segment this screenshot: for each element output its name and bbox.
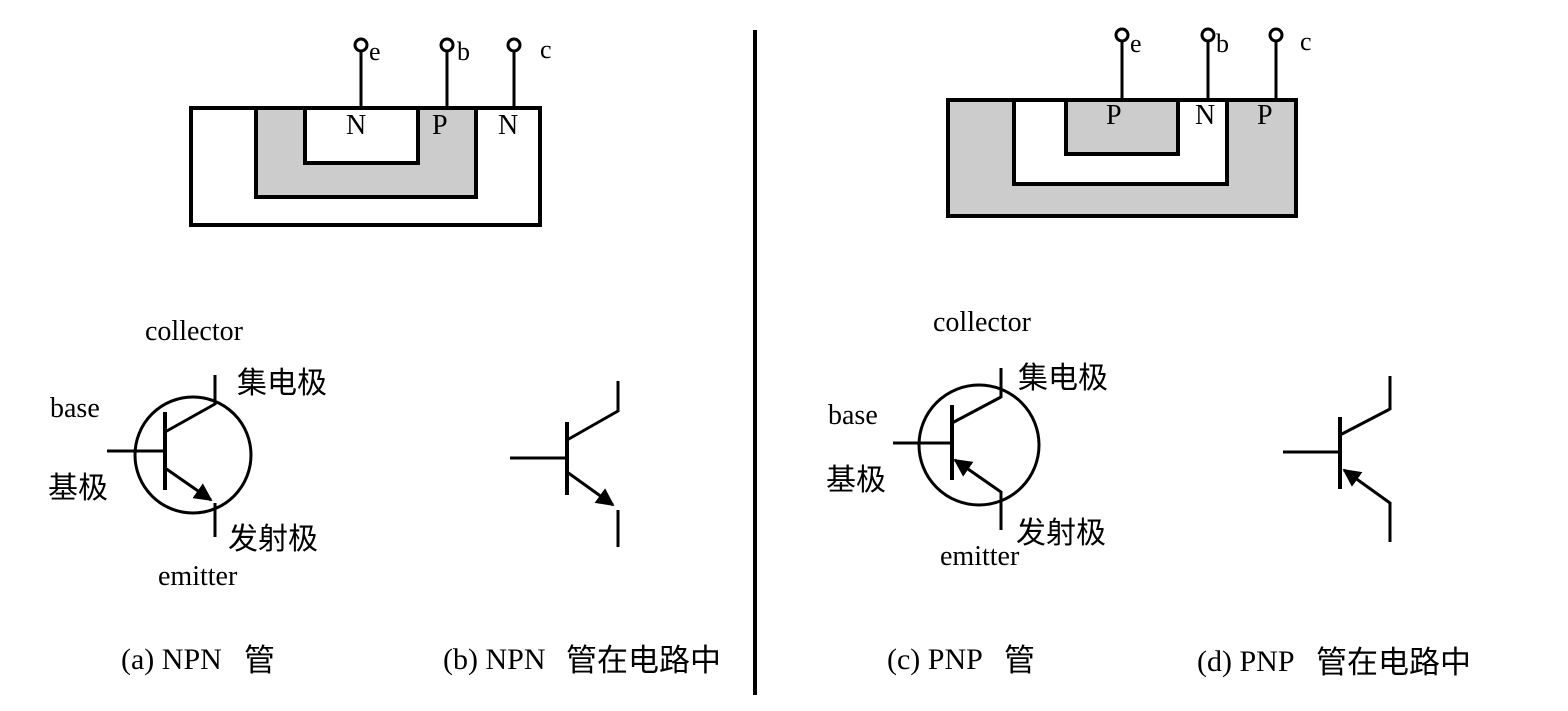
caption-c-prefix: (c) PNP bbox=[887, 643, 983, 676]
pnp-terminal-c: c bbox=[1268, 27, 1312, 100]
caption-b: (b) NPN 管在电路中 bbox=[443, 643, 721, 679]
npn-emitter-en: emitter bbox=[158, 561, 238, 592]
pnp-emitter-region-label: P bbox=[1106, 100, 1122, 131]
npn-circuit-emitter-arrow bbox=[566, 470, 615, 507]
pnp-structure: e b c P N P bbox=[946, 27, 1312, 218]
caption-d-suffix: 管在电路中 bbox=[1316, 645, 1471, 681]
pnp-circuit-emitter-arrow bbox=[1342, 468, 1391, 505]
caption-c-suffix: 管 bbox=[1004, 643, 1035, 679]
npn-terminal-c-label: c bbox=[540, 35, 552, 64]
pnp-terminal-b: b bbox=[1200, 27, 1229, 100]
pnp-emitter-region bbox=[1064, 98, 1180, 156]
pnp-terminal-c-label: c bbox=[1300, 27, 1312, 56]
npn-circuit-symbol bbox=[510, 381, 620, 547]
caption-c: (c) PNP 管 bbox=[887, 643, 1035, 679]
npn-emitter-region-label: N bbox=[346, 110, 366, 141]
pnp-symbol-circle bbox=[917, 383, 1041, 507]
pnp-symbol: collector 集电极 base 基极 发射极 emitter bbox=[826, 307, 1108, 572]
npn-emitter-zh: 发射极 bbox=[228, 522, 318, 557]
npn-collector-en: collector bbox=[145, 316, 244, 347]
pnp-collector-lead bbox=[951, 395, 1002, 425]
caption-d-prefix: (d) PNP bbox=[1197, 645, 1295, 678]
npn-symbol-circle bbox=[133, 395, 253, 515]
caption-b-suffix: 管在电路中 bbox=[566, 643, 721, 679]
pnp-terminal-e: e bbox=[1114, 27, 1142, 100]
npn-collector-lead bbox=[164, 402, 216, 434]
pnp-base-en: base bbox=[828, 400, 878, 431]
pnp-emitter-en: emitter bbox=[940, 541, 1020, 572]
pnp-terminal-b-label: b bbox=[1216, 29, 1229, 58]
pnp-collector-region-label: P bbox=[1257, 100, 1273, 131]
pnp-base-region-label: N bbox=[1195, 100, 1215, 131]
pnp-terminal-e-label: e bbox=[1130, 29, 1142, 58]
npn-collector-region-label: N bbox=[498, 110, 518, 141]
npn-collector-zh: 集电极 bbox=[237, 366, 327, 401]
caption-a-prefix: (a) NPN bbox=[121, 643, 222, 676]
npn-terminal-e-label: e bbox=[369, 37, 381, 66]
npn-terminal-e: e bbox=[353, 37, 381, 108]
npn-emitter-arrow bbox=[164, 466, 213, 502]
npn-base-en: base bbox=[50, 393, 100, 424]
caption-b-prefix: (b) NPN bbox=[443, 643, 546, 676]
pnp-circuit-symbol bbox=[1283, 376, 1392, 542]
npn-terminal-b: b bbox=[439, 37, 470, 108]
npn-terminal-c: c bbox=[506, 35, 552, 108]
caption-d: (d) PNP 管在电路中 bbox=[1197, 645, 1471, 681]
pnp-collector-en: collector bbox=[933, 307, 1032, 338]
caption-a: (a) NPN 管 bbox=[121, 643, 275, 679]
npn-base-zh: 基极 bbox=[48, 471, 108, 506]
npn-base-region-label: P bbox=[432, 110, 448, 141]
npn-structure: e b c N P N bbox=[189, 35, 552, 227]
pnp-emitter-arrow bbox=[953, 458, 1002, 494]
pnp-emitter-zh: 发射极 bbox=[1016, 516, 1106, 551]
npn-symbol: collector 集电极 base 基极 发射极 emitter bbox=[48, 316, 327, 592]
npn-terminal-b-label: b bbox=[457, 37, 470, 66]
caption-a-suffix: 管 bbox=[244, 643, 275, 679]
pnp-base-zh: 基极 bbox=[826, 463, 886, 498]
pnp-collector-zh: 集电极 bbox=[1018, 361, 1108, 396]
